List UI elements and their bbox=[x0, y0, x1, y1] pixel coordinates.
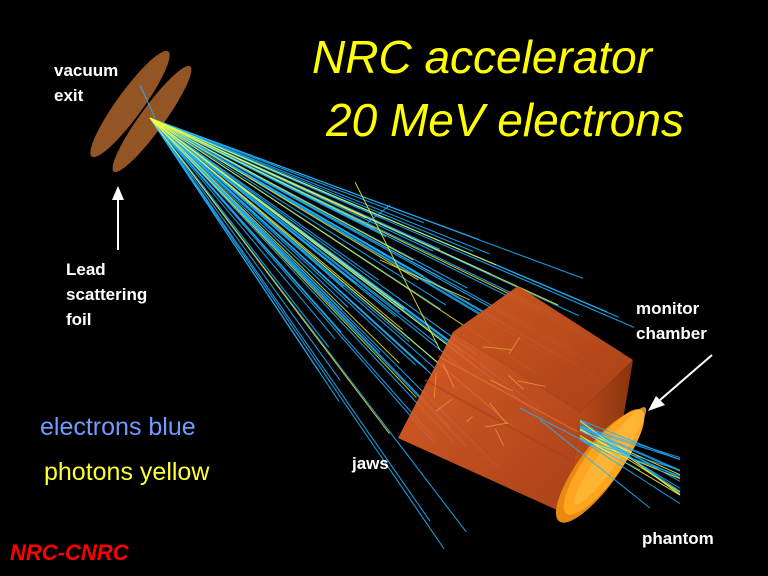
electron-track bbox=[149, 117, 380, 281]
electron-track bbox=[139, 84, 156, 119]
chamber-pointer-arrow bbox=[648, 354, 713, 411]
electron-track bbox=[149, 117, 447, 306]
electron-track bbox=[149, 117, 433, 376]
electron-track bbox=[149, 117, 431, 522]
electron-track bbox=[579, 419, 681, 461]
photon-track bbox=[466, 416, 473, 422]
photon-track bbox=[149, 117, 367, 219]
particle-tracks-exit bbox=[519, 407, 681, 509]
monitor-chamber-label-line: monitor bbox=[636, 299, 700, 318]
photon-track bbox=[354, 181, 441, 351]
lead-foil-label: Lead scattering foil bbox=[66, 257, 147, 332]
photon-track bbox=[484, 422, 509, 428]
jaws-label: jaws bbox=[352, 454, 389, 473]
electron-track bbox=[149, 117, 474, 252]
particle-tracks-front bbox=[433, 337, 546, 446]
photon-track bbox=[433, 373, 437, 398]
electron-track bbox=[579, 423, 681, 492]
electron-track bbox=[519, 407, 641, 471]
vacuum-exit-label: vacuum exit bbox=[54, 58, 118, 108]
electron-track bbox=[149, 117, 484, 316]
lead-foil-label-line: scattering bbox=[66, 285, 148, 304]
photon-track bbox=[149, 117, 414, 261]
photon-track bbox=[149, 117, 390, 435]
photon-track bbox=[490, 379, 514, 392]
electron-track bbox=[149, 117, 416, 366]
photon-track bbox=[149, 117, 403, 331]
photon-track bbox=[508, 337, 521, 355]
foil-pointer-arrow bbox=[112, 186, 124, 250]
electron-track bbox=[579, 425, 681, 471]
electron-track bbox=[579, 426, 681, 460]
lead-foil-label-line: foil bbox=[66, 310, 92, 329]
photon-track bbox=[149, 117, 405, 310]
monitor-chamber-label: monitor chamber bbox=[636, 296, 707, 346]
photon-track bbox=[495, 428, 504, 446]
photon-track bbox=[149, 117, 497, 266]
electron-track bbox=[149, 117, 341, 381]
title-line-1: NRC accelerator bbox=[312, 31, 652, 83]
electron-track bbox=[149, 117, 445, 550]
photon-track bbox=[149, 117, 400, 364]
electron-track bbox=[579, 439, 681, 504]
photon-track bbox=[517, 380, 546, 387]
monitor-chamber bbox=[555, 407, 647, 523]
vacuum-exit-label-line: exit bbox=[54, 86, 84, 105]
title-line-2: 20 MeV electrons bbox=[326, 94, 684, 146]
photon-track bbox=[149, 117, 419, 281]
electron-track bbox=[149, 117, 436, 445]
electron-track bbox=[579, 430, 681, 479]
photon-track bbox=[379, 259, 471, 301]
electron-track bbox=[149, 117, 439, 345]
photon-track bbox=[482, 346, 512, 350]
monitor-chamber-label-line: chamber bbox=[636, 324, 707, 343]
photon-track bbox=[442, 363, 455, 388]
photon-track bbox=[435, 398, 453, 412]
photon-track bbox=[579, 429, 681, 476]
photon-track bbox=[149, 117, 558, 318]
lead-foil-label-line: Lead bbox=[66, 260, 106, 279]
electron-track bbox=[149, 117, 330, 348]
photons-legend: photons yellow bbox=[44, 458, 210, 486]
electron-track bbox=[579, 425, 681, 459]
vacuum-exit-label-line: vacuum bbox=[54, 61, 119, 80]
nrc-cnrc-logo: NRC-CNRC bbox=[10, 540, 129, 565]
vacuum-exit-window bbox=[90, 50, 170, 158]
electron-track bbox=[149, 117, 436, 440]
electron-track bbox=[364, 204, 391, 226]
electron-track bbox=[149, 117, 584, 279]
photon-track bbox=[508, 374, 524, 390]
electron-track bbox=[149, 117, 340, 402]
electrons-legend: electrons blue bbox=[40, 413, 196, 441]
electron-track bbox=[539, 419, 651, 509]
phantom-label: phantom bbox=[642, 529, 714, 548]
photon-track bbox=[489, 402, 508, 425]
electron-track bbox=[149, 117, 349, 308]
electron-track bbox=[149, 117, 455, 444]
photon-track bbox=[149, 117, 417, 398]
photon-track bbox=[579, 428, 681, 493]
electron-track bbox=[149, 117, 336, 340]
electron-track bbox=[149, 117, 490, 255]
